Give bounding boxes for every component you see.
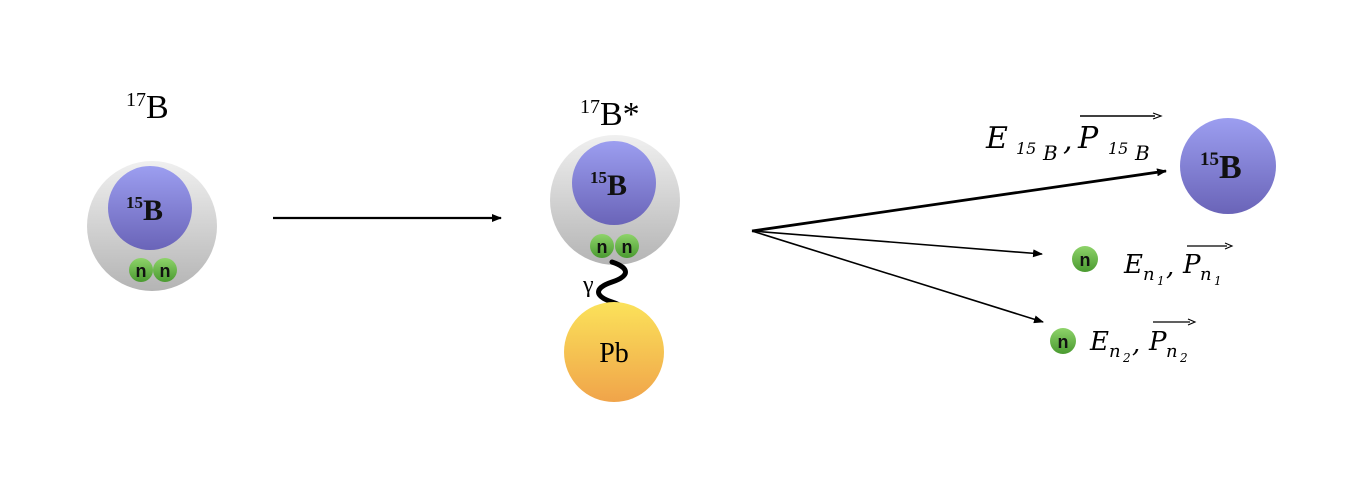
neutron-label: n bbox=[136, 261, 147, 281]
fragment-kinematics: E 15 B , P 15 B bbox=[985, 112, 1163, 165]
core-label: 15B bbox=[590, 168, 627, 202]
neutron1-arrow bbox=[751, 230, 1043, 258]
fragment-momentum: P bbox=[1077, 121, 1099, 156]
neutron bbox=[153, 258, 177, 282]
neutron bbox=[615, 234, 639, 258]
neutron2-kinematics: E n 2 , P n 2 bbox=[1089, 318, 1197, 365]
fragment-15b bbox=[1180, 118, 1276, 214]
neutron bbox=[129, 258, 153, 282]
neutron-label: n bbox=[1058, 332, 1069, 352]
n2-momentum-sub: n bbox=[1166, 341, 1178, 362]
pb-label: Pb bbox=[599, 338, 629, 369]
vector-arrowhead bbox=[1187, 318, 1197, 326]
fragment-energy-sub-symbol: B bbox=[1042, 141, 1058, 165]
n1-energy-sub: n bbox=[1143, 264, 1155, 285]
pb-target bbox=[564, 302, 664, 402]
core-label: 15B bbox=[126, 193, 163, 227]
neutron-2 bbox=[1050, 328, 1076, 354]
fragment-momentum-sub-symbol: B bbox=[1134, 141, 1150, 165]
n1-momentum-index: 1 bbox=[1214, 274, 1222, 288]
n1-momentum-sub: n bbox=[1200, 264, 1212, 285]
separator: , bbox=[1132, 329, 1140, 359]
excited-label: 17B* bbox=[580, 96, 640, 133]
n2-energy-sub: n bbox=[1109, 341, 1121, 362]
vector-arrowhead bbox=[1224, 242, 1234, 250]
n2-energy-index: 2 bbox=[1122, 351, 1131, 365]
vector-arrowhead bbox=[1152, 112, 1163, 120]
n2-momentum: P bbox=[1148, 327, 1167, 357]
n2-momentum-index: 2 bbox=[1179, 351, 1188, 365]
core-15b bbox=[572, 141, 656, 225]
neutron1-kinematics: E n 1 , P n 1 bbox=[1123, 242, 1234, 288]
initial-nucleus: 15B n n bbox=[87, 161, 217, 291]
fragment-energy: E bbox=[985, 121, 1008, 156]
gamma-label: γ bbox=[582, 272, 594, 298]
fragment-arrow bbox=[751, 168, 1167, 233]
fragment-label: 15B bbox=[1200, 149, 1242, 186]
neutron-label: n bbox=[597, 237, 608, 257]
excited-nucleus: 15B n n bbox=[550, 135, 680, 265]
neutron-label: n bbox=[160, 261, 171, 281]
fragment-momentum-sub-mass: 15 bbox=[1108, 139, 1128, 158]
neutron bbox=[590, 234, 614, 258]
n2-energy: E bbox=[1089, 327, 1109, 357]
core-15b bbox=[108, 166, 192, 250]
neutron-1 bbox=[1072, 246, 1098, 272]
separator: , bbox=[1063, 123, 1073, 158]
fragment-energy-sub-mass: 15 bbox=[1016, 139, 1036, 158]
separator: , bbox=[1166, 252, 1174, 282]
neutron-label: n bbox=[622, 237, 633, 257]
neutron-label: n bbox=[1080, 250, 1091, 270]
n1-energy: E bbox=[1123, 250, 1143, 280]
neutron2-arrow bbox=[751, 230, 1044, 324]
initial-label: 17B bbox=[126, 89, 169, 126]
n1-momentum: P bbox=[1182, 250, 1201, 280]
n1-energy-index: 1 bbox=[1157, 274, 1165, 288]
